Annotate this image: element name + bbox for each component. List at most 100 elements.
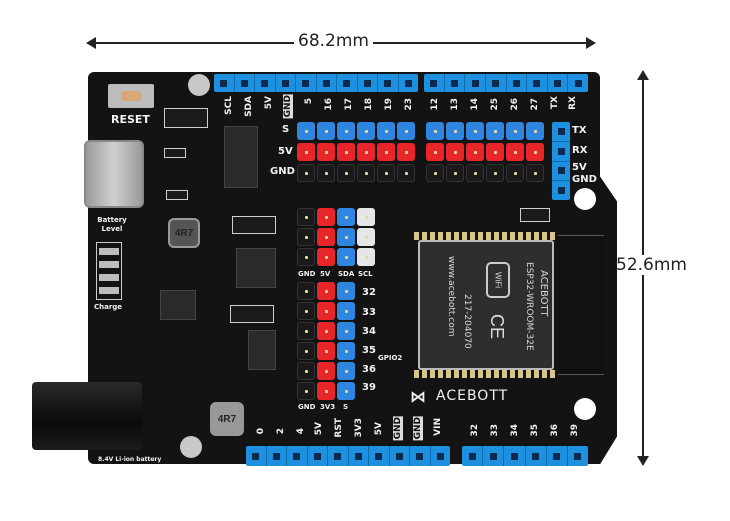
bottom-label-39: 39 (570, 424, 580, 437)
top-label-18: 18 (364, 98, 374, 111)
i2c-label-5v: 5V (320, 270, 331, 278)
servo-row-label-gnd: GND (270, 166, 295, 177)
bottom-label-5v-2: 5V (374, 422, 384, 436)
top-label-5v: 5V (264, 96, 274, 110)
top-label-17: 17 (344, 98, 354, 111)
height-arrow-down-icon (637, 456, 649, 466)
top-header-right[interactable] (424, 74, 588, 92)
uart-label-gnd: GND (572, 174, 597, 185)
top-label-rx: RX (568, 96, 578, 110)
usb-serial-chip (224, 126, 258, 188)
top-label-26: 26 (510, 98, 520, 111)
bottom-label-32: 32 (470, 424, 480, 437)
analog-pin-39: 39 (362, 382, 376, 393)
bottom-label-35: 35 (530, 424, 540, 437)
ce-mark-icon: CE (487, 314, 507, 340)
top-label-sda: SDA (244, 96, 254, 117)
analog-pin-32: 32 (362, 287, 376, 298)
charge-label: Charge (94, 303, 123, 311)
bottom-label-3v3: 3V3 (354, 418, 364, 438)
uart-label-rx: RX (572, 145, 588, 156)
analog-header[interactable] (297, 282, 355, 400)
i2c-header[interactable] (297, 208, 375, 266)
gpio2-label: GPIO2 (378, 354, 403, 362)
mounting-hole (574, 398, 596, 420)
servo-row-5v-right[interactable] (426, 143, 544, 161)
smd-component (520, 208, 550, 222)
esp32-module: ACEBOTT ESP32-WROOM-32E 217-204070 www.a… (418, 240, 554, 370)
battery-level-label: Battery Level (97, 216, 127, 233)
top-label-12: 12 (430, 98, 440, 111)
servo-row-label-5v: 5V (278, 146, 293, 157)
servo-row-signal-left[interactable] (297, 122, 415, 140)
bottom-label-vin: VIN (433, 418, 443, 436)
bottom-label-0: 0 (256, 428, 266, 435)
bottom-label-rst: RST (334, 418, 344, 438)
bottom-label-33: 33 (490, 424, 500, 437)
width-arrow-left-icon (86, 37, 96, 49)
bottom-label-5v: 5V (314, 422, 324, 436)
top-label-19: 19 (384, 98, 394, 111)
bottom-label-4: 4 (296, 428, 306, 435)
analog-pin-36: 36 (362, 364, 376, 375)
acebott-logo-text: ACEBOTT (436, 388, 509, 404)
smd-component (166, 190, 188, 200)
inductor-bottom: 4R7 (210, 402, 244, 436)
top-label-scl: SCL (224, 96, 234, 115)
top-label-14: 14 (470, 98, 480, 111)
dc-power-jack[interactable] (32, 382, 142, 450)
servo-row-5v-left[interactable] (297, 143, 415, 161)
top-label-23: 23 (404, 98, 414, 111)
esp32-module-brand: ACEBOTT (538, 270, 549, 317)
bottom-label-36: 36 (550, 424, 560, 437)
regulator-ic (160, 290, 196, 320)
analog-pin-33: 33 (362, 307, 376, 318)
wifi-logo-icon: WiFi (486, 262, 510, 298)
top-label-gnd: GND (283, 94, 293, 119)
smd-resistor-array (232, 216, 276, 234)
bottom-label-34: 34 (510, 424, 520, 437)
i2c-label-scl: SCL (358, 270, 373, 278)
servo-row-signal-right[interactable] (426, 122, 544, 140)
bottom-label-gnd: GND (393, 416, 403, 441)
analog-label-gnd: GND (298, 403, 316, 411)
smd-resistor-array (230, 305, 274, 323)
top-label-27: 27 (530, 98, 540, 111)
mounting-hole (574, 188, 596, 210)
top-label-5: 5 (304, 98, 314, 105)
battery-level-leds (96, 242, 122, 300)
esp32-pads-top (414, 232, 558, 240)
i2c-label-sda: SDA (338, 270, 355, 278)
servo-row-gnd-right[interactable] (426, 164, 544, 182)
power-ic (236, 248, 276, 288)
smd-resistor-array (164, 108, 208, 128)
width-arrow-right-icon (586, 37, 596, 49)
esp32-cert-id: 217-204070 (462, 294, 472, 349)
i2c-label-gnd: GND (298, 270, 316, 278)
ldo-regulator (248, 330, 276, 370)
uart-header[interactable] (552, 122, 570, 200)
analog-label-s: S (343, 403, 349, 411)
smd-component (164, 148, 186, 158)
servo-row-gnd-left[interactable] (297, 164, 415, 182)
height-arrow-up-icon (637, 70, 649, 80)
esp32-pads-bottom (414, 370, 558, 378)
servo-row-label-s: S (282, 124, 290, 135)
bottom-header-left[interactable] (246, 446, 450, 466)
esp32-antenna-area (558, 235, 604, 375)
bottom-label-gnd-2: GND (413, 416, 423, 441)
mounting-hole (188, 74, 210, 96)
esp32-module-name: ESP32-WROOM-32E (524, 262, 534, 351)
top-label-13: 13 (450, 98, 460, 111)
uart-label-5v: 5V (572, 162, 587, 173)
top-label-16: 16 (324, 98, 334, 111)
usb-c-port[interactable] (84, 140, 144, 208)
width-dimension-label: 68.2mm (294, 31, 373, 51)
analog-label-3v3: 3V3 (320, 403, 336, 411)
battery-spec-label: 8.4V Li-ion battery (98, 456, 162, 463)
top-header-left[interactable] (214, 74, 418, 92)
mounting-hole (180, 436, 202, 458)
reset-button[interactable] (108, 84, 154, 108)
uart-label-tx: TX (572, 125, 587, 136)
bottom-header-right[interactable] (462, 446, 588, 466)
